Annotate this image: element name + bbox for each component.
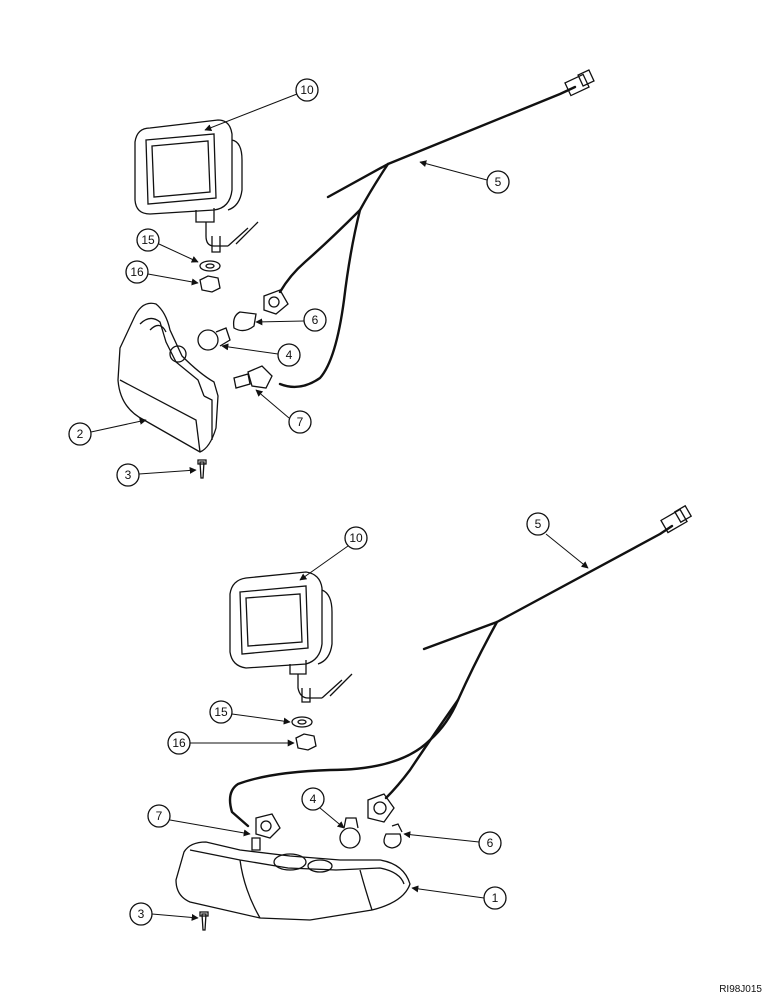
- upper-lamp-housing: [117, 302, 219, 453]
- lower-socket-7: [255, 813, 281, 839]
- callout-label: 3: [125, 468, 132, 482]
- callout-label: 1: [492, 891, 499, 905]
- upper-wiring-harness: [278, 69, 595, 389]
- lower-bulb-6: [383, 833, 402, 849]
- upper-washer: [199, 260, 221, 272]
- upper-socket: [263, 289, 289, 315]
- callout-label: 5: [535, 517, 542, 531]
- upper-socket-7: [247, 365, 273, 389]
- callout-label: 6: [312, 313, 319, 327]
- callout-label: 15: [214, 705, 228, 719]
- callout-label: 2: [77, 427, 84, 441]
- lower-washer: [291, 716, 313, 728]
- upper-bulb-6: [232, 311, 257, 332]
- upper-bulb-4: [197, 329, 219, 351]
- callout-label: 4: [310, 792, 317, 806]
- callout-label: 4: [286, 348, 293, 362]
- lower-worklight: [229, 571, 353, 703]
- upper-nut: [199, 275, 221, 293]
- lower-assembly: 5 10 15 16 4 7 6 1 3: [129, 504, 693, 931]
- callout-label: 5: [495, 175, 502, 189]
- callout-label: 10: [349, 531, 363, 545]
- lower-callouts: 5 10 15 16 4 7 6 1 3: [129, 512, 589, 926]
- callout-label: 15: [141, 233, 155, 247]
- lower-bulb-4: [339, 827, 361, 849]
- lower-nut: [295, 733, 317, 751]
- callout-label: 7: [297, 415, 304, 429]
- upper-worklight: [134, 119, 259, 253]
- lower-lamp-housing: [175, 841, 411, 921]
- reference-code: RI98J015: [719, 984, 762, 995]
- callout-label: 16: [130, 265, 144, 279]
- lower-screw: [199, 911, 209, 931]
- upper-callouts: 10 5 15 16 6 4 7 2 3: [68, 78, 510, 487]
- upper-assembly: 10 5 15 16 6 4 7 2 3: [68, 69, 595, 487]
- lower-wiring-harness: [228, 504, 693, 828]
- callout-label: 10: [300, 83, 314, 97]
- lower-socket: [367, 793, 395, 823]
- callout-label: 16: [172, 736, 186, 750]
- callout-label: 6: [487, 836, 494, 850]
- callout-label: 3: [138, 907, 145, 921]
- upper-screw: [197, 459, 207, 479]
- callout-label: 7: [156, 809, 163, 823]
